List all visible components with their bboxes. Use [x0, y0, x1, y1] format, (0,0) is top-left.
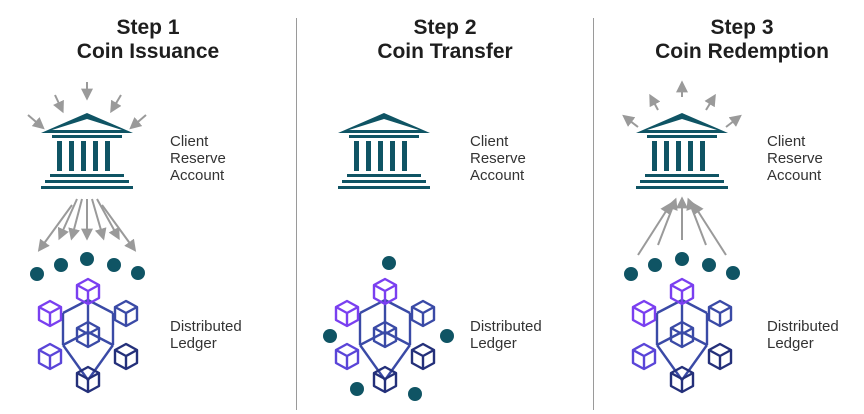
inflow-arrows [27, 82, 147, 130]
coin-dot-icon [350, 382, 364, 396]
coins [323, 256, 454, 401]
coin-dot-icon [624, 267, 638, 281]
step-number: Step 2 [413, 16, 477, 39]
step-1-heading: Step 1 Coin Issuance [0, 16, 296, 64]
bank-icon [636, 113, 728, 189]
reserve-account-label: Client Reserve Account [170, 133, 226, 184]
outflow-arrows [37, 198, 137, 252]
coin-dot-icon [382, 256, 396, 270]
coins [30, 252, 145, 281]
ledger-label: Distributed Ledger [767, 318, 839, 352]
step-3-panel: Step 3 Coin Redemption [594, 0, 864, 414]
blockchain-network-icon [334, 277, 436, 394]
step-3-diagram [622, 80, 742, 394]
bank-icon [338, 113, 430, 189]
coin-dot-icon [30, 267, 44, 281]
step-1-diagram [27, 82, 147, 394]
reserve-account-label: Client Reserve Account [767, 133, 823, 184]
step-2-heading: Step 2 Coin Transfer [297, 16, 593, 64]
coin-dot-icon [675, 252, 689, 266]
blockchain-network-icon [37, 277, 139, 394]
outflow-arrows [622, 80, 742, 128]
coin-dot-icon [323, 329, 337, 343]
step-2-panel: Step 2 Coin Transfer Client Reserve [297, 0, 593, 414]
coin-dot-icon [440, 329, 454, 343]
bank-icon [41, 113, 133, 189]
ledger-label: Distributed Ledger [170, 318, 242, 352]
coin-dot-icon [54, 258, 68, 272]
inflow-arrows [637, 196, 727, 256]
coin-dot-icon [648, 258, 662, 272]
step-title: Coin Redemption [655, 40, 829, 63]
coins [624, 252, 740, 281]
coin-dot-icon [80, 252, 94, 266]
coin-dot-icon [702, 258, 716, 272]
step-title: Coin Issuance [76, 40, 220, 63]
divider [593, 18, 594, 410]
divider [296, 18, 297, 410]
step-1-panel: Step 1 Coin Issuance [0, 0, 296, 414]
coin-dot-icon [131, 266, 145, 280]
step-number: Step 3 [710, 16, 774, 39]
coin-dot-icon [726, 266, 740, 280]
coin-dot-icon [408, 387, 422, 401]
blockchain-network-icon [631, 277, 733, 394]
step-number: Step 1 [116, 16, 180, 39]
step-3-heading: Step 3 Coin Redemption [594, 16, 864, 64]
coin-dot-icon [107, 258, 121, 272]
ledger-label: Distributed Ledger [470, 318, 542, 352]
step-title: Coin Transfer [377, 40, 513, 63]
step-2-diagram [323, 113, 454, 401]
reserve-account-label: Client Reserve Account [470, 133, 526, 184]
